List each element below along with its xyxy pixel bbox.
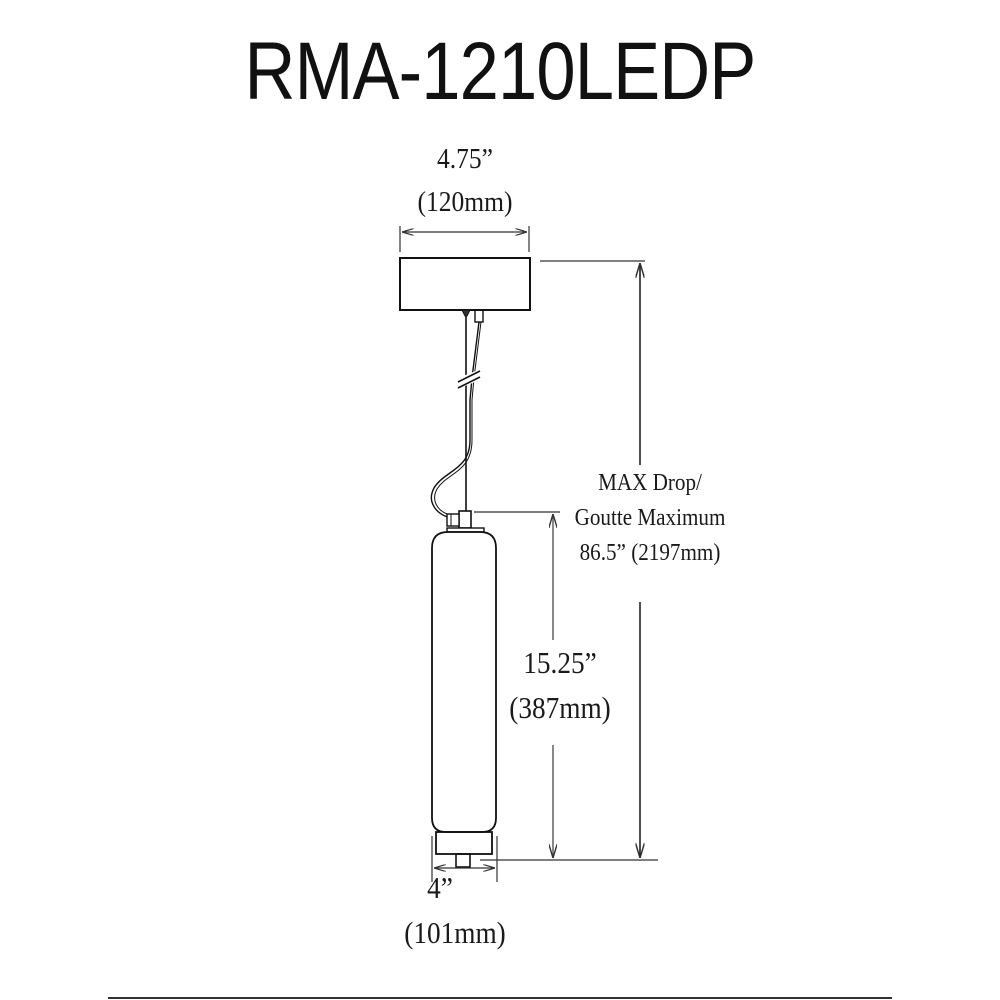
fixture-connector: [446, 510, 485, 533]
fixture-height-imperial: 15.25”: [523, 645, 597, 680]
max-drop-label-en: MAX Drop/: [598, 470, 702, 496]
suspension-cables: [430, 316, 482, 519]
max-drop-value: 86.5” (2197mm): [579, 540, 721, 566]
max-drop-label-fr: Goutte Maximum: [574, 505, 726, 531]
product-model-title: RMA-1210LEDP: [244, 26, 757, 117]
fixture-width-dimension: [431, 836, 498, 882]
max-drop-dimension: [540, 260, 645, 858]
canopy-width-imperial: 4.75”: [437, 143, 493, 175]
fixture-height-dimension: [474, 511, 560, 858]
canopy-cable-fittings: [461, 309, 484, 323]
power-cord: [430, 321, 480, 519]
fixture-height-metric: (387mm): [509, 690, 611, 725]
fixture-bottom-cap: [435, 831, 493, 855]
cable-break-symbol: [454, 369, 484, 389]
canopy: [399, 257, 531, 311]
fixture-bottom-stem: [455, 853, 471, 868]
canopy-width-dimension: [399, 226, 530, 252]
canopy-width-metric: (120mm): [417, 186, 513, 218]
fixture-body: [431, 531, 497, 833]
fixture-width-metric: (101mm): [404, 915, 506, 950]
